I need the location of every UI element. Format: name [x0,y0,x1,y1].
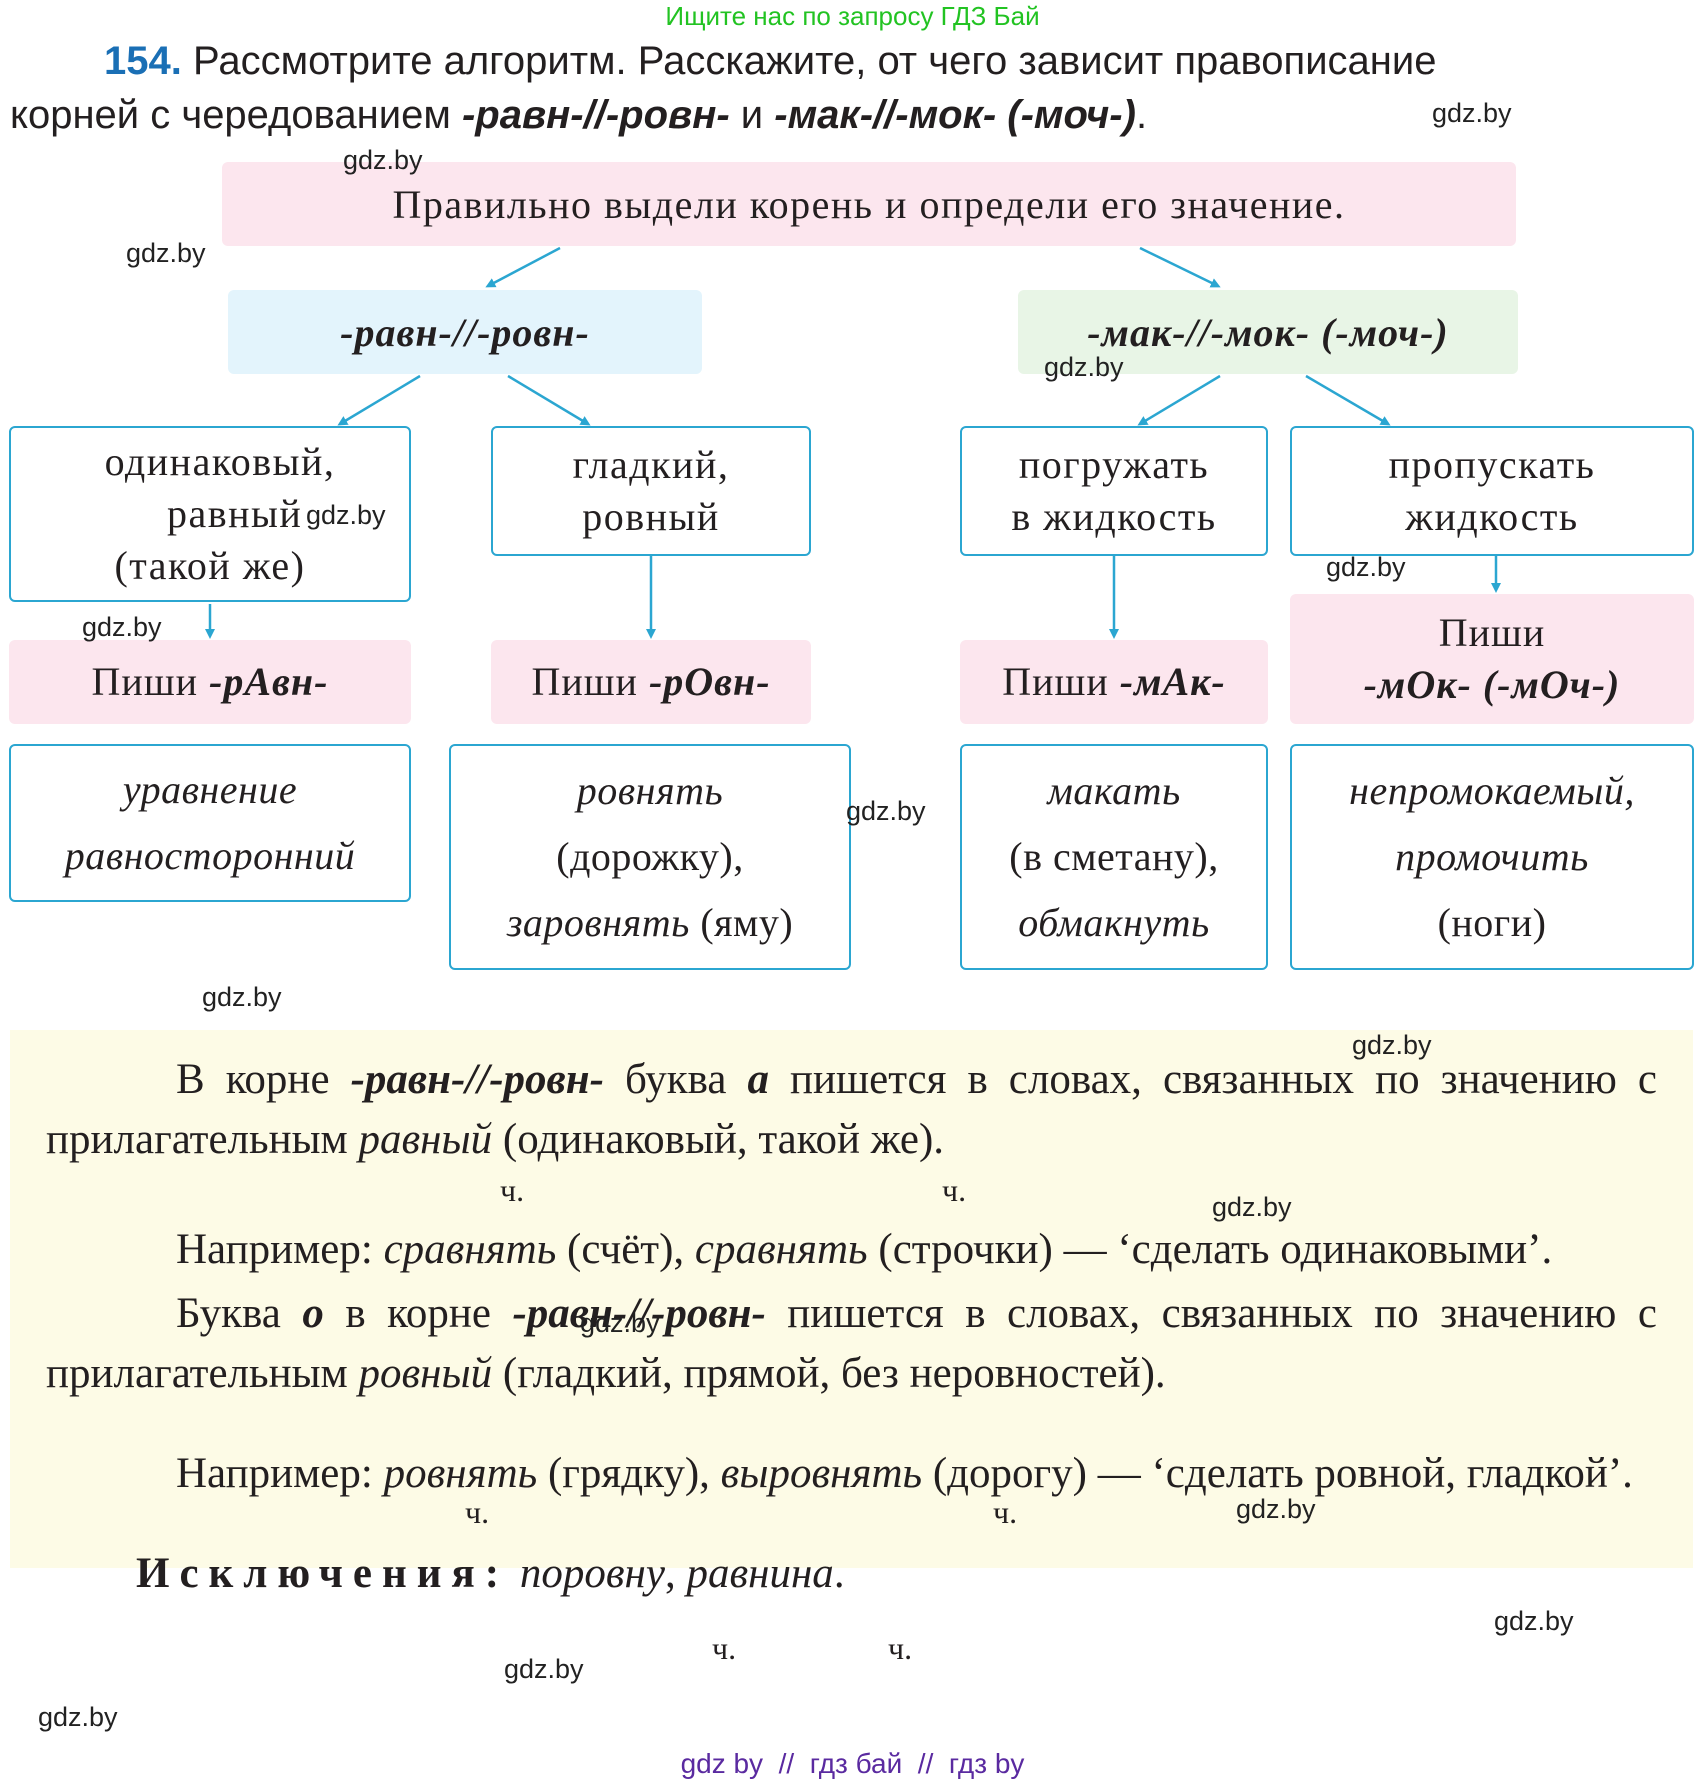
watermark: gdz.by [82,612,162,642]
task-number: 154. [104,39,182,83]
flow-arrows [205,246,1501,639]
examples-ravn: уравнение равносторонний [9,744,411,902]
watermark: gdz.by [1212,1192,1292,1222]
write-rule-ravn: Пиши -рАвн- [9,640,411,724]
write-rule-mok: Пиши -мОк- (-мОч-) [1290,594,1694,724]
part-mark: ч. [942,1172,967,1208]
exceptions-label: Исключения: [136,1550,510,1597]
watermark: gdz.by [343,145,423,175]
watermark: gdz.by [38,1702,118,1732]
meaning-box-dip: погружать в жидкость [960,426,1268,556]
watermark: gdz.by [1236,1494,1316,1524]
exceptions-line: Исключения: поровну, равнина. [136,1550,845,1597]
watermark: gdz.by [1494,1606,1574,1636]
watermark: gdz.by [1044,352,1124,382]
footer-watermark: gdz by // гдз бай // гдз by [680,1748,1025,1779]
watermark: gdz.by [504,1654,584,1684]
part-mark: ч. [993,1494,1018,1530]
watermark: gdz.by [306,500,386,530]
examples-mak: макать (в сметану), обмакнуть [960,744,1268,970]
example-paragraph-a: Например: сравнять (счёт), сравнять (стр… [176,1226,1553,1273]
watermark: gdz.by [1352,1030,1432,1060]
part-mark: ч. [888,1630,913,1666]
write-rule-mak: Пиши -мАк- [960,640,1268,724]
part-mark: ч. [465,1494,490,1530]
meaning-box-equal: одинаковый, равный (такой же) [9,426,411,602]
rule-block: В корне -равн-//-ровн- буква а пишется в… [10,1030,1693,1597]
write-rule-rovn: Пиши -рОвн- [491,640,811,724]
examples-rovn: ровнять (дорожку), заровнять (яму) [449,744,851,970]
watermark: gdz.by [1326,552,1406,582]
rule-paragraph-o: Буква о в корне -равн-//-ровн- пишется в… [46,1290,1657,1397]
watermark: gdz.by [126,238,206,268]
examples-mok: непромокаемый, промочить (ноги) [1290,744,1694,970]
example-paragraph-o: Например: ровнять (грядку), выровнять (д… [176,1450,1633,1497]
rule-paragraph-a: В корне -равн-//-ровн- буква а пишется в… [46,1056,1657,1163]
meaning-box-smooth: гладкий, ровный [491,426,811,556]
top-instruction-box: Правильно выдели корень и определи его з… [222,162,1516,246]
watermark: gdz.by [202,982,282,1012]
root-b-ref: -мак-//-мок- (-моч-) [774,93,1136,137]
root-label-ravn: -равн-//-ровн- [228,290,702,374]
watermark: gdz.by [846,796,926,826]
meaning-box-pass-liquid: пропускать жидкость [1290,426,1694,556]
root-a-ref: -равн-//-ровн- [461,93,730,137]
watermark: gdz.by [1432,98,1512,128]
task-statement: 154. Рассмотрите алгоритм. Расскажите, о… [10,39,1437,137]
part-mark: ч. [712,1630,737,1666]
root-label-mak: -мак-//-мок- (-моч-) [1018,290,1518,374]
watermark: gdz.by [580,1308,660,1338]
part-mark: ч. [500,1172,525,1208]
promo-banner: Ищите нас по запросу ГДЗ Бай [665,1,1040,31]
